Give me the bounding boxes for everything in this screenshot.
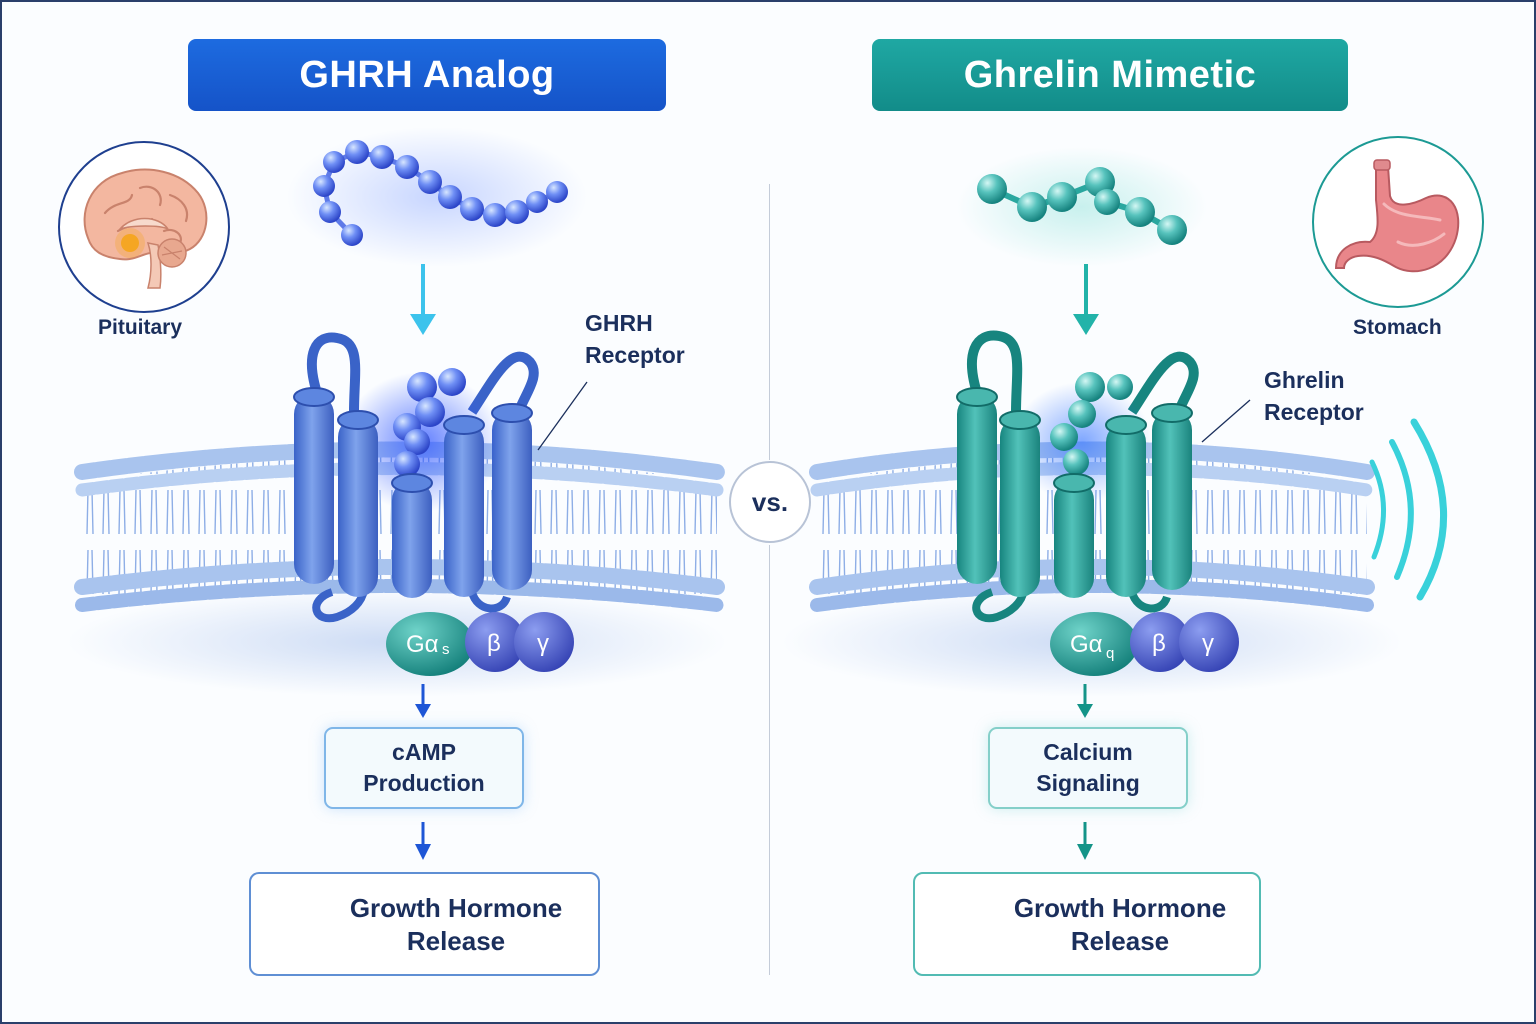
camp-line1: cAMP: [392, 739, 456, 765]
g-gamma-label: γ: [1202, 630, 1214, 657]
left-binding-arrow: [410, 264, 436, 335]
left-gh-line2: Release: [406, 926, 506, 956]
g-alpha-q-subunit: [1050, 612, 1138, 676]
stomach-label: Stomach: [1353, 316, 1442, 339]
right-gh-release-text: Growth Hormone Release: [995, 892, 1245, 958]
g-gamma-subunit: [1179, 612, 1239, 672]
camp-production-box: cAMP Production: [324, 727, 524, 809]
center-divider-top: [769, 184, 770, 460]
pituitary-label: Pituitary: [98, 316, 183, 339]
right-gh-line2: Release: [1070, 926, 1170, 956]
g-alpha-s-subunit: [386, 612, 474, 676]
left-gh-line1: Growth Hormone: [349, 893, 563, 923]
ghrelin-peptide-chain: [957, 147, 1207, 267]
g-gamma-subunit: [514, 612, 574, 672]
stomach-icon: [1334, 159, 1460, 273]
ghrh-peptide-chain: [287, 127, 587, 267]
vs-badge: vs.: [729, 461, 811, 543]
calcium-line2: Signaling: [1036, 770, 1140, 796]
g-beta-label: β: [487, 630, 501, 657]
right-gh-release-box: Growth Hormone Release: [913, 872, 1261, 976]
g-alpha-label: Gα: [406, 631, 439, 658]
left-arrow-to-camp: [415, 684, 431, 718]
g-beta-label: β: [1152, 630, 1166, 657]
ghrh-receptor: [293, 332, 588, 623]
ghrh-analog-title: GHRH Analog: [188, 39, 666, 111]
ghrh-receptor-label-line2: Receptor: [585, 342, 685, 368]
signal-waves-icon: [1369, 418, 1447, 601]
right-arrow-to-calcium: [1077, 684, 1093, 718]
g-gamma-label: γ: [537, 630, 549, 657]
right-binding-arrow: [1073, 264, 1099, 335]
g-beta-subunit: [1130, 612, 1190, 672]
left-g-protein: Gα s β γ: [386, 612, 574, 676]
ghrelin-receptor-label: Ghrelin Receptor: [1264, 364, 1364, 428]
ghrelin-receptor-label-line2: Receptor: [1264, 399, 1364, 425]
stomach-circle: [1312, 136, 1484, 308]
left-gh-release-box: Growth Hormone Release: [249, 872, 600, 976]
ghrh-receptor-label-line1: GHRH: [585, 310, 653, 336]
right-g-protein: Gα q β γ: [1050, 612, 1239, 676]
ghrh-receptor-label: GHRH Receptor: [585, 307, 685, 371]
g-alpha-label: Gα: [1070, 631, 1103, 658]
center-divider-bottom: [769, 545, 770, 975]
ghrelin-mimetic-title: Ghrelin Mimetic: [872, 39, 1348, 111]
calcium-line1: Calcium: [1043, 739, 1133, 765]
g-alpha-subscript: s: [442, 641, 450, 658]
g-beta-subunit: [465, 612, 525, 672]
ghrelin-receptor-label-line1: Ghrelin: [1264, 367, 1345, 393]
g-alpha-subscript: q: [1106, 645, 1114, 662]
right-gh-line1: Growth Hormone: [1013, 893, 1227, 923]
left-gh-release-text: Growth Hormone Release: [331, 892, 581, 958]
ghrelin-receptor: [956, 330, 1251, 623]
camp-line2: Production: [363, 770, 485, 796]
right-arrow-to-outcome: [1077, 822, 1093, 860]
brain-icon: [83, 168, 208, 289]
calcium-signaling-box: Calcium Signaling: [988, 727, 1188, 809]
pituitary-circle: [58, 141, 230, 313]
left-arrow-to-outcome: [415, 822, 431, 860]
